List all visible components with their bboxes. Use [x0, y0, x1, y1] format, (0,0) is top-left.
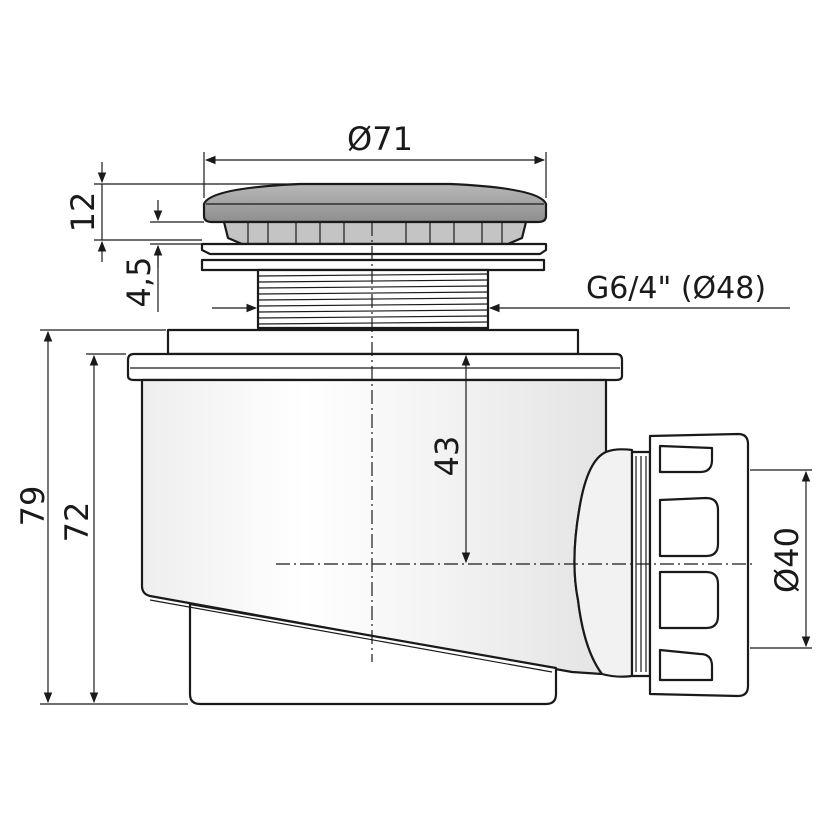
- dim-cover-height-label: 12: [64, 192, 102, 233]
- dim-water-seal-label: 43: [428, 436, 466, 477]
- upper-flange: [200, 242, 548, 272]
- cover-cap: [202, 182, 548, 224]
- trap-body: [140, 378, 608, 706]
- outlet-nut: [648, 432, 750, 698]
- dim-inner-height-label: 72: [58, 502, 96, 543]
- dim-flange-gap-label: 4,5: [120, 257, 158, 308]
- dim-total-height-label: 79: [14, 486, 52, 527]
- body-top-flange: [126, 328, 624, 382]
- dim-water-seal: 43: [428, 354, 471, 564]
- dim-outlet-diameter-label: Ø40: [768, 527, 806, 593]
- dim-outlet-diameter: Ø40: [750, 469, 812, 649]
- dim-cover-diameter-label: Ø71: [347, 120, 413, 158]
- dim-inner-height: 72: [58, 353, 126, 704]
- dim-thread: G6/4" (Ø48): [212, 271, 790, 313]
- cover-grille: [222, 220, 528, 246]
- dim-flange-gap: 4,5: [120, 200, 204, 312]
- dim-thread-label: G6/4" (Ø48): [586, 271, 766, 306]
- outlet-adaptor: [573, 448, 652, 678]
- dim-total-height: 79: [14, 329, 188, 705]
- dim-cover-height: 12: [64, 162, 330, 262]
- dim-cover-diameter: Ø71: [203, 120, 547, 198]
- center-lines: [276, 222, 752, 662]
- threaded-neck: [256, 268, 490, 330]
